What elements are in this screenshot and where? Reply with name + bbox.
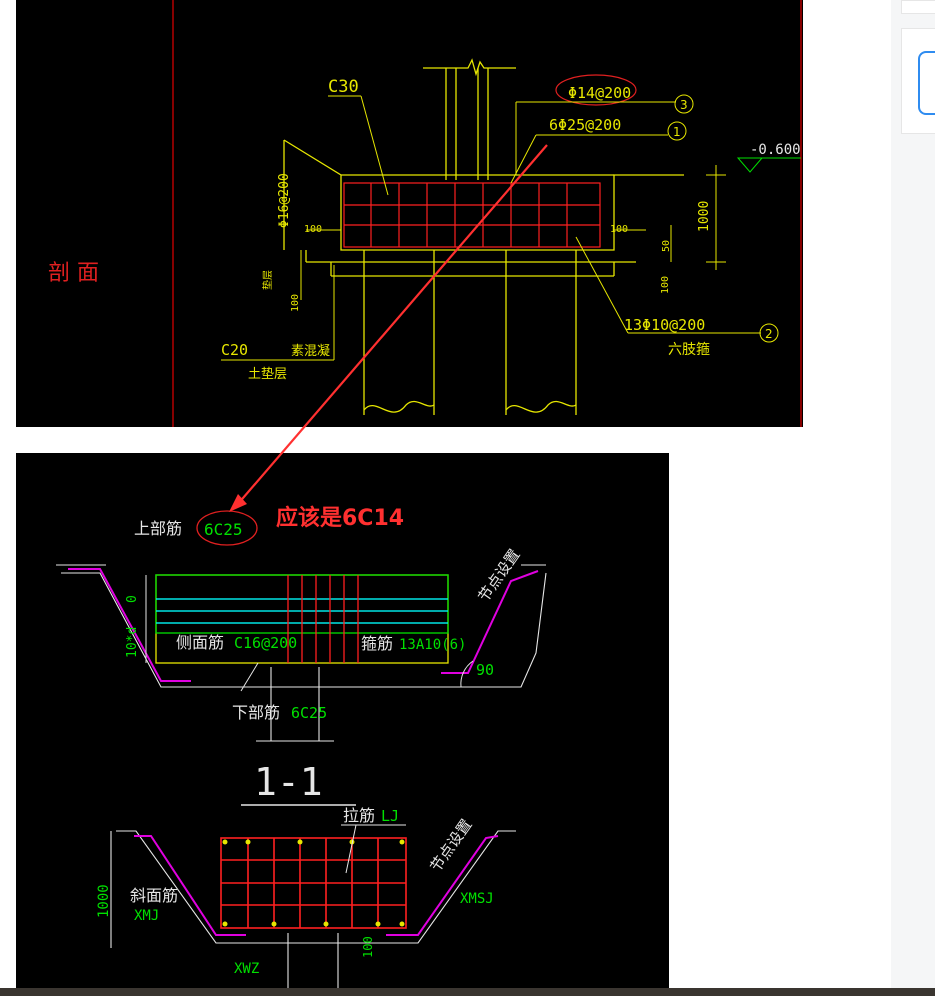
top-rebar-label: 上部筋 (134, 519, 182, 538)
dim-100-right: 100 (610, 224, 628, 235)
bottom-bar (0, 988, 935, 996)
stirrup-type: 六肢箍 (668, 341, 710, 358)
stirrup-value: 13A10(6) (399, 637, 466, 653)
section-outline-top (56, 564, 547, 742)
sidebar-card[interactable] (901, 28, 935, 134)
elevation-value: -0.600 (750, 142, 801, 158)
top-cad-svg: 剖 面 (48, 0, 802, 427)
dim-100-cushion: 100 (290, 294, 301, 312)
node-setting-bottom: 节点设置 (427, 816, 476, 875)
section-outline-bottom (110, 830, 516, 988)
highlight-ellipse (555, 74, 637, 106)
side-rebar-label: 侧面筋 (176, 633, 224, 652)
stirrup-label: 箍筋 (361, 634, 393, 653)
bottom-cad-svg: 上部筋 6C25 应该是6C14 侧面筋 C16@200 箍筋 13A10(6)… (56, 505, 547, 988)
dim-1000-lower: 1000 (96, 884, 112, 918)
right-sidebar (891, 0, 935, 988)
slope-rebar-right (441, 570, 539, 674)
sidebar-card (901, 0, 935, 14)
rebar-mesh (220, 837, 407, 929)
angle-value: 90 (476, 661, 494, 679)
leader-line (240, 662, 259, 692)
slope-rebar-label: 斜面筋 (130, 886, 178, 905)
correction-annotation: 应该是6C14 (276, 505, 404, 531)
xmsj-label: XMSJ (460, 891, 494, 907)
dim-100-left: 100 (304, 224, 322, 235)
pile-cap-outline (283, 139, 684, 415)
node-setting-top: 节点设置 (475, 546, 524, 605)
panel-toggle-icon[interactable] (918, 51, 935, 115)
side-rebar-label: Φ16@200 (277, 173, 292, 228)
section-title: 1-1 (254, 760, 323, 804)
rebar-cage (343, 182, 601, 248)
leader-line (575, 236, 629, 334)
rebar-top-label: Φ14@200 (568, 84, 631, 102)
elevation-marker (736, 157, 764, 173)
callout-1-label: 1 (673, 125, 681, 139)
leader-line (360, 95, 389, 196)
leader-line (345, 824, 357, 874)
bottom-cad-drawing: 上部筋 6C25 应该是6C14 侧面筋 C16@200 箍筋 13A10(6)… (16, 453, 669, 988)
slope-rebar-left (68, 568, 191, 682)
tie-label: 拉筋 (343, 806, 375, 825)
cushion-word: 垫层 (261, 270, 274, 290)
rebar-main-label: 6Φ25@200 (549, 116, 621, 134)
stirrup-label: 13Φ10@200 (624, 316, 705, 334)
callout-3-label: 3 (680, 98, 688, 112)
slope-rebar-left-lower (134, 835, 246, 936)
section-label: 剖 面 (48, 261, 99, 286)
top-rebar-value: 6C25 (204, 520, 243, 539)
bottom-rebar-label: 下部筋 (232, 703, 280, 722)
dim-1000: 1000 (697, 201, 712, 232)
callout-2 (759, 323, 779, 343)
dim-50: 50 (661, 240, 672, 252)
dim-0: 0 (125, 595, 140, 603)
cushion-layer: 土垫层 (248, 366, 287, 382)
cushion-grade: C20 (221, 341, 248, 359)
stirrups (287, 575, 359, 663)
slope-rebar-right-lower (386, 835, 499, 936)
tie-value: LJ (381, 807, 399, 825)
xwz-label: XWZ (234, 961, 259, 977)
top-cad-drawing: 剖 面 (16, 0, 803, 427)
bottom-rebar-value: 6C25 (291, 704, 327, 722)
callout-1 (667, 121, 687, 141)
dim-100-lower: 100 (361, 936, 375, 958)
leader-line (510, 134, 537, 184)
dim-100-bottom: 100 (660, 276, 671, 294)
highlight-ellipse (196, 510, 258, 546)
cushion-material: 素混凝 (291, 343, 330, 359)
concrete-grade: C30 (328, 77, 359, 97)
side-rebar-value: C16@200 (234, 634, 297, 652)
column-outline (423, 58, 516, 180)
callout-3 (674, 94, 694, 114)
angle-arc (460, 660, 474, 688)
callout-2-label: 2 (765, 327, 773, 341)
slope-rebar-value: XMJ (134, 908, 159, 924)
rebar-dots (222, 839, 405, 927)
dim-10d: 10*d (125, 627, 140, 658)
